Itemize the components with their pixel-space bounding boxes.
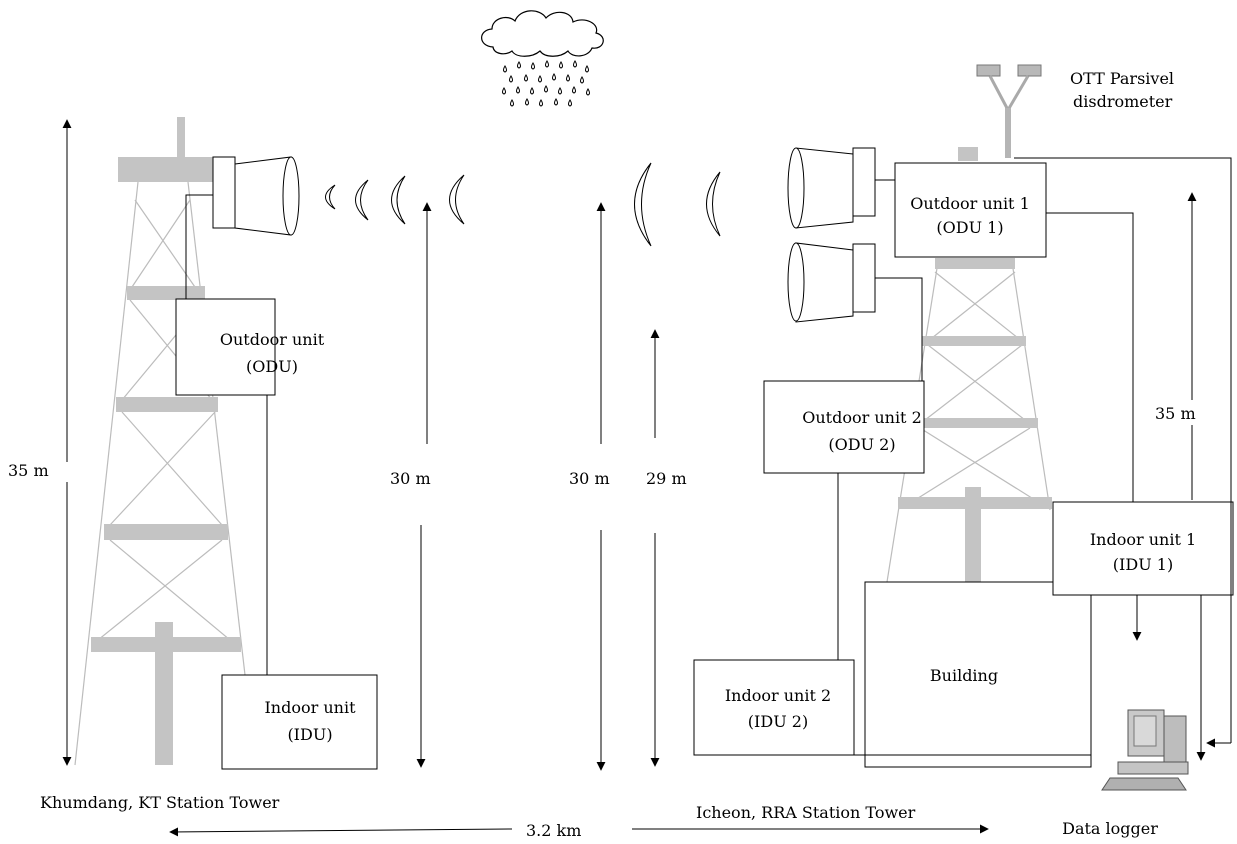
left-idu-box xyxy=(221,674,378,770)
building-label: Building xyxy=(930,666,998,685)
right-odu1-label-line2: (ODU 1) xyxy=(936,218,1003,237)
disdrometer-icon xyxy=(976,64,1042,158)
right-antenna2-height-label: 29 m xyxy=(646,469,687,488)
left-tower-height-label: 35 m xyxy=(8,461,49,480)
right-idu2-label-line1: Indoor unit 2 xyxy=(725,686,831,705)
right-idu1-label-line1: Indoor unit 1 xyxy=(1090,530,1196,549)
right-radio-waves xyxy=(634,162,721,247)
right-tower xyxy=(886,147,1052,583)
left-antenna-wire xyxy=(185,194,213,300)
right-idu2-label-line2: (IDU 2) xyxy=(748,712,808,731)
distance-label: 3.2 km xyxy=(526,821,581,840)
right-odu2-box xyxy=(763,380,925,474)
right-odu2-label-line2: (ODU 2) xyxy=(828,435,895,454)
right-idu2-box xyxy=(693,659,855,756)
computer-icon xyxy=(1101,709,1189,791)
left-idu-label-line2: (IDU) xyxy=(287,725,332,744)
disdrometer-height-label: 35 m xyxy=(1155,404,1196,423)
data-logger-label: Data logger xyxy=(1062,819,1158,838)
right-odu1-label-line1: Outdoor unit 1 xyxy=(910,194,1030,213)
left-station-name: Khumdang, KT Station Tower xyxy=(40,793,280,812)
left-idu-label-line1: Indoor unit xyxy=(264,698,356,717)
left-tower xyxy=(74,117,246,766)
left-radio-waves xyxy=(325,174,465,225)
rain-cloud-icon xyxy=(481,10,604,107)
right-wires xyxy=(837,157,1232,756)
disdrometer-label-line1: OTT Parsivel xyxy=(1070,69,1174,88)
right-odu1-box xyxy=(894,162,1047,258)
right-dish-antenna-1-icon xyxy=(787,147,876,229)
building-box xyxy=(864,581,1092,768)
right-idu1-label-line2: (IDU 1) xyxy=(1113,555,1173,574)
left-odu-box xyxy=(175,298,276,396)
left-antenna-height-label: 30 m xyxy=(390,469,431,488)
disdrometer-label-line2: disdrometer xyxy=(1073,92,1173,111)
right-idu1-box xyxy=(1052,501,1234,596)
left-odu-label-line2: (ODU) xyxy=(246,357,298,376)
left-dish-antenna-icon xyxy=(212,156,300,236)
right-dish-antenna-2-icon xyxy=(787,242,876,323)
distance-arrow-left xyxy=(169,827,513,837)
right-station-name: Icheon, RRA Station Tower xyxy=(696,803,916,822)
right-odu2-label-line1: Outdoor unit 2 xyxy=(802,408,922,427)
right-antenna1-height-label: 30 m xyxy=(569,469,610,488)
left-odu-label-line1: Outdoor unit xyxy=(220,330,325,349)
